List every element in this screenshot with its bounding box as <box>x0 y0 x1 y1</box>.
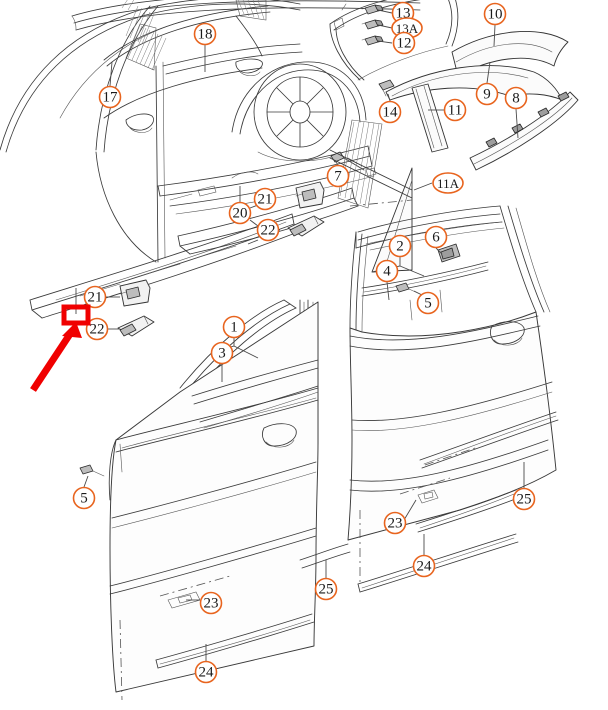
callout-ring <box>222 315 246 339</box>
callout-5[interactable]: 5 <box>416 291 440 315</box>
callout-20[interactable]: 20 <box>228 201 252 225</box>
red-arrow-shaft <box>30 329 75 392</box>
callout-23[interactable]: 23 <box>383 511 407 535</box>
b-pillar-trim-part-11 <box>411 83 449 153</box>
callout-21[interactable]: 21 <box>253 187 277 211</box>
clip-part-22-lower <box>117 315 155 337</box>
clip-parts-group-upper <box>287 181 325 237</box>
car-body-upper <box>0 0 421 319</box>
callout-ring <box>483 2 507 26</box>
callout-ring <box>199 591 223 615</box>
callout-18[interactable]: 18 <box>193 22 217 46</box>
callout-3[interactable]: 3 <box>210 341 234 365</box>
callout-21[interactable]: 21 <box>83 285 107 309</box>
callout-24[interactable]: 24 <box>412 554 436 578</box>
side-rail-part-8 <box>469 91 579 171</box>
callout-ring <box>392 31 416 55</box>
callout-ring <box>83 285 107 309</box>
connector-parts-group <box>361 4 384 46</box>
callout-ring <box>85 317 109 341</box>
callout-ring <box>475 82 499 106</box>
callout-14[interactable]: 14 <box>378 100 402 124</box>
callout-12[interactable]: 12 <box>392 31 416 55</box>
callout-ring <box>326 164 350 188</box>
callout-9[interactable]: 9 <box>475 82 499 106</box>
callout-5[interactable]: 5 <box>72 486 96 510</box>
callout-ring <box>210 341 234 365</box>
callout-4[interactable]: 4 <box>375 259 399 283</box>
callout-ring <box>72 486 96 510</box>
callout-8[interactable]: 8 <box>504 86 528 110</box>
callout-2[interactable]: 2 <box>388 234 412 258</box>
rear-door-assembly <box>299 205 559 593</box>
callout-1[interactable]: 1 <box>222 315 246 339</box>
callout-ring <box>314 577 338 601</box>
callout-10[interactable]: 10 <box>483 2 507 26</box>
callout-ring <box>375 259 399 283</box>
callout-ring <box>378 100 402 124</box>
callout-17[interactable]: 17 <box>98 85 122 109</box>
clip-part-22-upper <box>287 215 325 237</box>
callout-ring <box>504 86 528 110</box>
callout-ring <box>383 511 407 535</box>
callout-23[interactable]: 23 <box>199 591 223 615</box>
clip-part-21-upper <box>295 181 325 209</box>
window-hatching <box>329 119 413 209</box>
callout-ring <box>253 187 277 211</box>
callout-ring <box>228 201 252 225</box>
callout-ring <box>416 291 440 315</box>
callout-ring <box>193 22 217 46</box>
callout-ring <box>432 172 464 194</box>
callout-6[interactable]: 6 <box>424 225 448 249</box>
red-arrow-head <box>62 322 82 338</box>
callout-11[interactable]: 11 <box>443 98 467 122</box>
callout-25[interactable]: 25 <box>314 577 338 601</box>
callout-ring <box>194 660 218 684</box>
callout-ring <box>424 225 448 249</box>
callout-ring <box>388 234 412 258</box>
callout-ring <box>443 98 467 122</box>
callout-25[interactable]: 25 <box>512 487 536 511</box>
clip-part-21-lower <box>119 279 151 307</box>
callout-ring <box>256 218 280 242</box>
callout-ring <box>412 554 436 578</box>
callout-ring <box>512 487 536 511</box>
callout-22[interactable]: 22 <box>256 218 280 242</box>
callout-ring <box>98 85 122 109</box>
front-door-assembly <box>79 299 319 701</box>
callout-11a[interactable]: 11A <box>432 172 464 194</box>
red-highlight-annotation <box>30 304 91 392</box>
red-highlight-box <box>61 304 91 326</box>
callout-7[interactable]: 7 <box>326 164 350 188</box>
callout-24[interactable]: 24 <box>194 660 218 684</box>
clip-parts-group-lower <box>117 279 155 337</box>
